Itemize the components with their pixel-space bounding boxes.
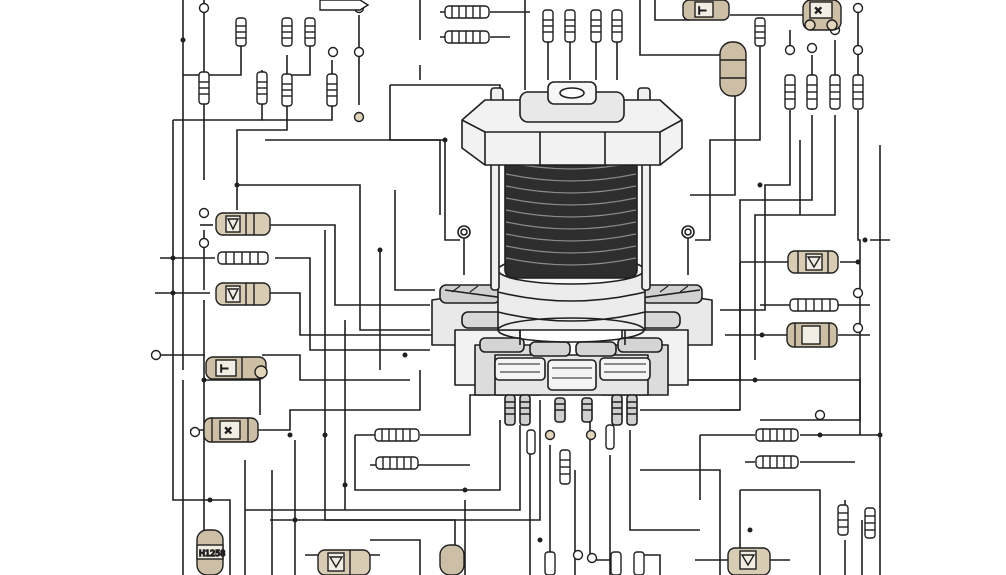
coil-winding — [504, 149, 638, 279]
capacitor-icon: ⊢ — [205, 356, 268, 380]
resistor-icon — [304, 17, 316, 47]
spring-terminal-icon — [457, 225, 695, 275]
resistor-icon — [198, 71, 210, 105]
resistor-icon — [610, 551, 622, 575]
tesla-coil — [431, 81, 713, 426]
resistor-icon — [526, 429, 536, 455]
capacitor-icon: H1258 — [196, 529, 226, 575]
resistor-icon — [235, 17, 247, 47]
resistor-icon — [281, 73, 293, 107]
resistor-icon — [319, 0, 370, 11]
resistor-icon — [605, 424, 615, 450]
top-right-box-glyph: ⊢ — [698, 6, 707, 17]
coil-top-cap — [461, 81, 683, 166]
capacitor-icon — [786, 322, 838, 348]
resistor-icon — [611, 9, 623, 43]
triangle-component-icon — [727, 547, 771, 575]
resistors — [198, 0, 876, 575]
capacitor-icon: ✕ — [802, 0, 842, 31]
resistor-icon — [559, 449, 571, 485]
resistor-icon — [544, 551, 556, 575]
resistor-icon — [444, 30, 490, 44]
components: ⊢ ✕ H1258 ⊢ — [196, 0, 842, 575]
capacitor-icon — [439, 544, 465, 575]
resistor-icon — [633, 551, 645, 575]
resistor-icon — [326, 73, 338, 107]
wire-junctions — [170, 37, 883, 543]
resistor-icon — [784, 74, 796, 110]
base-detail-marks — [451, 285, 689, 379]
resistor-icon — [590, 9, 602, 43]
resistor-icon — [755, 455, 799, 469]
resistor-icon — [852, 74, 864, 110]
triangle-component-icon — [787, 250, 839, 274]
resistor-icon — [542, 9, 554, 43]
capacitor-icon: ⊢ — [682, 0, 730, 21]
resistor-icon — [754, 17, 766, 47]
resistor-icon — [755, 428, 799, 442]
triangle-component-icon — [215, 282, 271, 306]
resistor-icon — [829, 74, 841, 110]
resistor-icon — [864, 507, 876, 539]
resistor-icon — [444, 5, 490, 19]
triangle-component-icon — [317, 549, 371, 575]
resistor-icon — [374, 428, 420, 442]
triangle-component-icon — [215, 212, 271, 236]
spring-terminals — [504, 394, 638, 426]
left-cross-glyph: ✕ — [224, 426, 232, 437]
resistor-icon — [217, 251, 269, 265]
resistor-icon — [789, 298, 839, 312]
left-capacitor-text: H1258 — [199, 549, 225, 558]
resistor-icon — [281, 17, 293, 47]
resistor-icon — [837, 504, 849, 536]
left-box-glyph: ⊢ — [220, 364, 229, 375]
coil-side-rods — [490, 87, 651, 291]
resistor-icon — [564, 9, 576, 43]
top-right-cross-glyph: ✕ — [814, 6, 822, 17]
capacitor-icon — [719, 41, 747, 97]
capacitor-icon: ✕ — [203, 417, 259, 443]
resistor-icon — [375, 456, 419, 470]
resistor-icon — [256, 71, 268, 105]
resistor-icon — [806, 74, 818, 110]
